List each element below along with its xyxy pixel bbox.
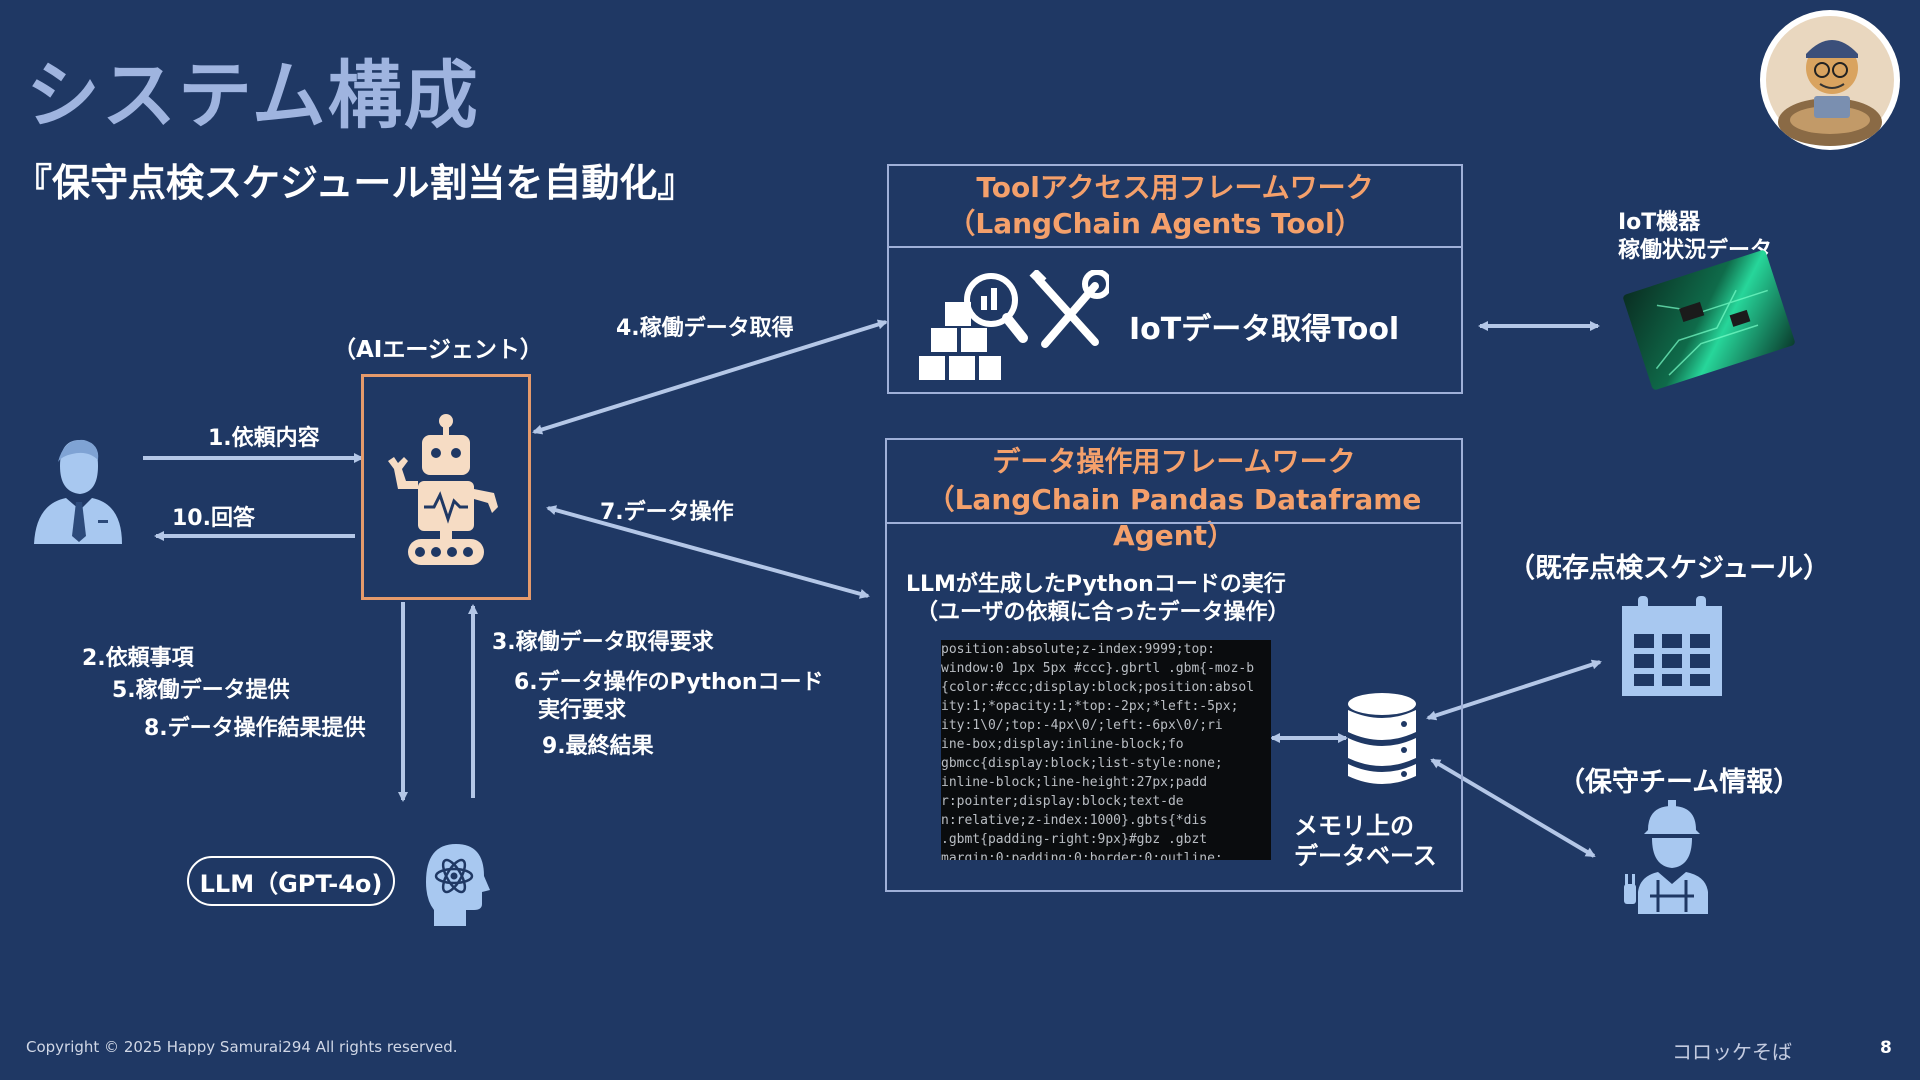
ai-brain-icon xyxy=(426,844,490,926)
code-line: inline-block;line-height:27px;padd xyxy=(941,775,1208,790)
code-screen-image: position:absolute;z-index:9999;top: wind… xyxy=(941,640,1271,860)
circuit-board-image xyxy=(1622,249,1796,391)
arrow-db-team xyxy=(1430,758,1596,858)
code-line: r:pointer;display:block;text-de xyxy=(941,794,1184,809)
code-line: gbmcc{display:block;list-style:none; xyxy=(941,756,1223,771)
agent-label: （AIエージェント） xyxy=(333,337,543,363)
flow-label-data-op: 7.データ操作 xyxy=(600,500,734,525)
llm-label: LLM（GPT-4o) xyxy=(187,856,395,906)
code-line: .gbmt{padding-right:9px}#gbz .gbzt xyxy=(941,832,1208,847)
arrow-db-schedule xyxy=(1426,659,1602,721)
page-number: 8 xyxy=(1880,1038,1892,1058)
flow-label-final-result: 9.最終結果 xyxy=(542,734,654,759)
code-line: margin:0;padding:0;border:0;outline: xyxy=(941,851,1223,860)
author-name: コロッケそば xyxy=(1672,1040,1792,1064)
data-framework-body xyxy=(885,522,1463,892)
flow-label-provide-data: 5.稼働データ提供 xyxy=(112,678,290,703)
code-line: {color:#ccc;display:block;position:absol xyxy=(941,680,1255,695)
copyright: Copyright © 2025 Happy Samurai294 All ri… xyxy=(26,1038,458,1056)
code-line: ity:1\0/;top:-4px\0/;left:-6px\0/;ri xyxy=(941,718,1223,733)
python-exec-desc-1: LLMが生成したPythonコードの実行 xyxy=(906,572,1286,597)
flow-label-answer: 10.回答 xyxy=(172,506,255,531)
db-label-2: データベース xyxy=(1294,842,1437,870)
tool-framework-subtitle: （LangChain Agents Tool） xyxy=(947,207,1363,240)
user-block xyxy=(34,436,124,546)
robot-icon xyxy=(388,414,498,565)
avatar xyxy=(1760,10,1900,150)
flow-label-python-request-2: 実行要求 xyxy=(538,698,627,723)
circuit-board-icon xyxy=(1655,289,1768,376)
team-label: （保守チーム情報） xyxy=(1558,767,1801,798)
flow-label-data-request: 3.稼働データ取得要求 xyxy=(492,630,714,655)
iot-label-1: IoT機器 xyxy=(1618,210,1701,235)
page-title: システム構成 xyxy=(26,53,480,139)
schedule-label: （既存点検スケジュール） xyxy=(1508,553,1831,584)
tool-framework-body: IoTデータ取得Tool xyxy=(887,246,1463,394)
code-line: window:0 1px 5px #ccc}.gbrtl .gbm{-moz-b xyxy=(941,661,1255,676)
tool-framework-header: Toolアクセス用フレームワーク （LangChain Agents Tool） xyxy=(887,164,1463,248)
flow-label-request-items: 2.依頼事項 xyxy=(82,646,194,671)
code-line: ity:1;*opacity:1;*top:-2px;*left:-5px; xyxy=(941,699,1239,714)
llm-block xyxy=(414,838,494,928)
tools-icon xyxy=(1029,270,1109,348)
page-subtitle: 『保守点検スケジュール割当を自動化』 xyxy=(14,161,696,205)
code-line: position:absolute;z-index:9999;top: xyxy=(941,642,1215,657)
ai-agent-box xyxy=(361,374,531,600)
flow-label-get-data: 4.稼働データ取得 xyxy=(616,316,794,341)
code-line: ine-box;display:inline-block;fo xyxy=(941,737,1184,752)
flow-label-request: 1.依頼内容 xyxy=(208,426,320,451)
arrow-data-op xyxy=(546,505,870,599)
calendar-icon xyxy=(1622,596,1722,696)
data-framework-subtitle: （LangChain Pandas Dataframe Agent） xyxy=(926,483,1422,552)
database-icon xyxy=(1348,693,1416,784)
code-line: n:relative;z-index:1000}.gbts{*dis xyxy=(941,813,1208,828)
worker-icon xyxy=(1624,800,1708,914)
flow-label-provide-result: 8.データ操作結果提供 xyxy=(144,716,366,741)
avatar-icon xyxy=(1766,16,1894,146)
tool-framework-title: Toolアクセス用フレームワーク xyxy=(976,171,1374,204)
arrow-tool xyxy=(532,319,888,435)
flow-label-python-request: 6.データ操作のPythonコード xyxy=(514,670,824,695)
database-block xyxy=(1346,692,1418,788)
iot-tool-label: IoTデータ取得Tool xyxy=(1129,312,1400,347)
schedule-block xyxy=(1620,594,1724,698)
businessman-icon xyxy=(34,439,122,544)
db-label-1: メモリ上の xyxy=(1294,812,1414,840)
data-framework-header: データ操作用フレームワーク （LangChain Pandas Datafram… xyxy=(885,438,1463,552)
team-block xyxy=(1622,800,1722,914)
python-exec-desc-2: （ユーザの依頼に合ったデータ操作） xyxy=(916,600,1290,625)
data-analysis-icon xyxy=(919,273,1028,380)
data-framework-title: データ操作用フレームワーク xyxy=(992,445,1356,478)
